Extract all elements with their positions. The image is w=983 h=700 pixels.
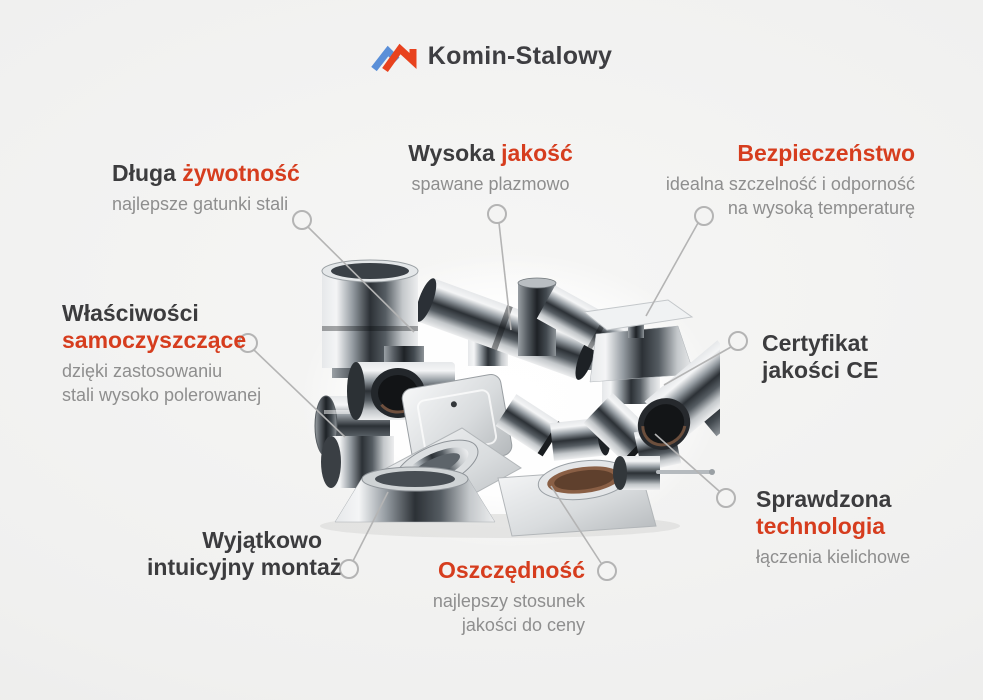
feature-safety: Bezpieczeństwo idealna szczelność i odpo… [665,140,915,220]
connector-technology [654,433,736,508]
feature-longevity: Długa żywotność najlepsze gatunki stali [112,160,300,216]
feature-longevity-title: Długa żywotność [112,160,300,186]
connector-certificate [663,331,748,386]
feature-technology-subtitle: łączenia kielichowe [756,547,911,567]
connector-quality [487,204,512,331]
drum-left [314,395,390,457]
elbow-center [495,394,611,461]
tee-right [637,340,720,450]
chimney-products-photo [300,252,720,548]
pipe-small-a [467,315,509,366]
wall-plate-tilted [367,427,522,521]
wall-plate-center [497,459,657,537]
pipe-diagonal-small [536,285,664,379]
connector-longevity [292,210,415,333]
brand-logo: Komin-Stalowy [0,38,983,74]
access-door-panel [401,374,513,470]
feature-quality-title: Wysoka jakość [408,140,573,166]
elbow-right [583,392,682,472]
photo-white-backdrop [300,252,720,548]
feature-quality: Wysoka jakość spawane plazmowo [398,140,583,196]
chimney-cowl [582,299,695,404]
damper-with-rod [613,456,715,490]
pipe-vertical-narrow [517,277,557,356]
photo-floor-shadow [320,514,680,538]
cone-base [334,466,496,523]
pipe-tall-section [321,259,419,378]
connector-assembly [339,491,389,579]
brand-name: Komin-Stalowy [427,41,613,70]
brand-roof-icon [371,43,417,73]
feature-quality-subtitle: spawane plazmowo [411,174,570,194]
drum-left-lower [321,436,394,488]
tee-left [347,346,455,420]
pipe-diagonal-large [415,278,597,380]
feature-safety-title: Bezpieczeństwo [737,140,915,166]
feature-economy-title: Oszczędność [438,557,585,583]
feature-longevity-subtitle: najlepsze gatunki stali [112,194,289,214]
pipe-small-b [557,324,595,370]
connector-safety [645,206,714,317]
